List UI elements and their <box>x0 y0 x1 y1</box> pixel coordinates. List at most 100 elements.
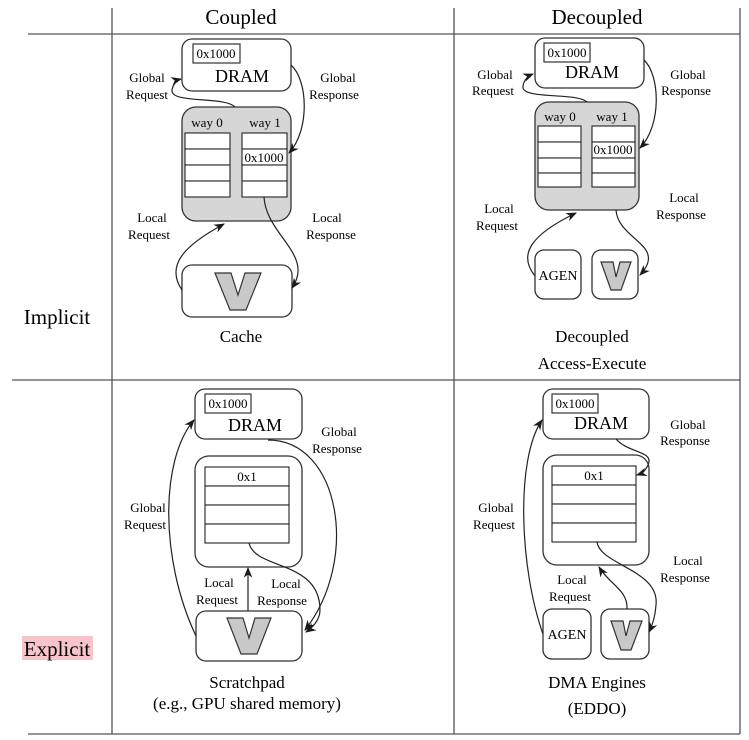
cell-caption-line-2: Access-Execute <box>538 354 647 373</box>
global-request-arrow <box>522 73 588 103</box>
agen-label: AGEN <box>548 628 587 643</box>
way-0-label: way 0 <box>191 115 222 130</box>
global-request-arrow <box>523 419 544 635</box>
global-response-label: Global <box>320 70 356 85</box>
agen-label: AGEN <box>539 269 578 284</box>
local-request-label-2: Request <box>128 227 170 242</box>
local-request-arrow <box>527 212 577 277</box>
local-request-label-2: Request <box>476 218 518 233</box>
dram-address: 0x1000 <box>556 396 595 411</box>
local-request-label: Local <box>204 575 234 590</box>
row-header-implicit: Implicit <box>24 305 91 329</box>
scratchpad-entry: 0x1 <box>237 469 257 484</box>
dram-address-box <box>204 393 252 414</box>
global-request-label-2: Request <box>126 87 168 102</box>
column-header-decoupled: Decoupled <box>552 5 643 29</box>
local-response-arrow <box>248 542 321 633</box>
cell-caption: Cache <box>220 327 262 346</box>
global-response-label: Global <box>670 417 706 432</box>
cell-caption-line-1: Scratchpad <box>209 673 285 692</box>
dram-label: DRAM <box>565 62 619 82</box>
local-request-label: Local <box>137 210 167 225</box>
local-response-label: Local <box>669 190 699 205</box>
global-response-label: Global <box>321 424 357 439</box>
global-request-label-2: Request <box>473 517 515 532</box>
global-request-label-2: Request <box>472 83 514 98</box>
cache-entry: 0x1000 <box>245 150 284 165</box>
cache-block: way 0 way 1 0x1000 <box>534 101 640 211</box>
local-request-arrow <box>175 223 225 291</box>
v-icon <box>214 272 262 311</box>
cell-implicit-decoupled: 0x1000 DRAM way 0 way 1 0x1000 AGEN <box>472 37 711 373</box>
global-request-label: Global <box>130 500 166 515</box>
dram-block: 0x1000 DRAM <box>534 37 645 89</box>
row-header-explicit-highlight <box>22 636 93 660</box>
cache-block: way 0 way 1 0x1000 <box>181 106 292 222</box>
way-1-label: way 1 <box>596 109 627 124</box>
v-icon <box>226 617 272 655</box>
local-response-label-2: Response <box>306 227 356 242</box>
global-response-arrow <box>615 438 650 477</box>
global-request-arrow <box>168 419 197 637</box>
global-request-arrow <box>170 77 236 108</box>
local-request-label-2: Request <box>549 589 591 604</box>
dram-block: 0x1000 DRAM <box>194 388 303 440</box>
dram-address: 0x1000 <box>548 45 587 60</box>
scratchpad-block: 0x1 <box>542 454 650 566</box>
global-request-label-2: Request <box>124 517 166 532</box>
row-header-explicit: Explicit <box>24 637 91 661</box>
global-response-arrow <box>288 64 305 154</box>
vector-unit <box>181 264 293 318</box>
vector-unit <box>195 610 303 662</box>
dram-label: DRAM <box>215 66 269 86</box>
vector-unit <box>591 249 639 300</box>
dram-label: DRAM <box>228 415 282 435</box>
cell-implicit-coupled: 0x1000 DRAM way 0 way 1 0x1000 Global <box>126 38 359 346</box>
agen-unit: AGEN <box>542 608 592 660</box>
local-response-arrow <box>263 196 302 289</box>
global-response-arrow <box>267 439 337 631</box>
v-icon <box>610 620 643 651</box>
dram-address-box <box>543 42 591 63</box>
way-0-label: way 0 <box>544 109 575 124</box>
vector-unit <box>600 608 650 660</box>
local-request-label: Local <box>557 572 587 587</box>
local-response-label: Local <box>271 576 301 591</box>
local-response-label-2: Response <box>660 570 710 585</box>
global-request-label: Global <box>478 500 514 515</box>
table-grid <box>12 8 741 735</box>
way-1-label: way 1 <box>249 115 280 130</box>
local-response-label: Local <box>312 210 342 225</box>
dram-address: 0x1000 <box>197 46 236 61</box>
local-response-arrow <box>596 541 658 633</box>
dram-address-box <box>192 43 241 64</box>
global-request-label: Global <box>477 67 513 82</box>
cache-entry: 0x1000 <box>594 142 633 157</box>
dram-block: 0x1000 DRAM <box>542 388 650 440</box>
agen-unit: AGEN <box>534 249 582 300</box>
cell-caption-line-1: Decoupled <box>555 327 629 346</box>
global-request-label: Global <box>129 70 165 85</box>
cell-caption-line-2: (EDDO) <box>568 699 627 718</box>
global-response-label-2: Response <box>309 87 359 102</box>
scratchpad-entry: 0x1 <box>584 468 604 483</box>
local-request-label-2: Request <box>196 592 238 607</box>
global-response-label-2: Response <box>312 441 362 456</box>
global-response-label-2: Response <box>660 433 710 448</box>
dram-address-box <box>551 393 599 414</box>
local-response-label-2: Response <box>656 207 706 222</box>
cell-explicit-coupled: 0x1000 DRAM 0x1 Global Request Global Re… <box>124 388 362 713</box>
local-response-arrow <box>615 209 650 276</box>
local-response-label: Local <box>673 553 703 568</box>
global-response-arrow <box>639 59 657 149</box>
scratchpad-block: 0x1 <box>194 455 303 568</box>
cell-explicit-decoupled: 0x1000 DRAM 0x1 AGEN Global Request G <box>473 388 710 718</box>
global-response-label-2: Response <box>661 83 711 98</box>
v-icon <box>600 261 632 291</box>
global-response-label: Global <box>670 67 706 82</box>
column-header-coupled: Coupled <box>205 5 277 29</box>
dram-label: DRAM <box>574 413 628 433</box>
cell-caption-line-1: DMA Engines <box>548 673 646 692</box>
dram-block: 0x1000 DRAM <box>181 38 292 92</box>
dram-address: 0x1000 <box>209 396 248 411</box>
